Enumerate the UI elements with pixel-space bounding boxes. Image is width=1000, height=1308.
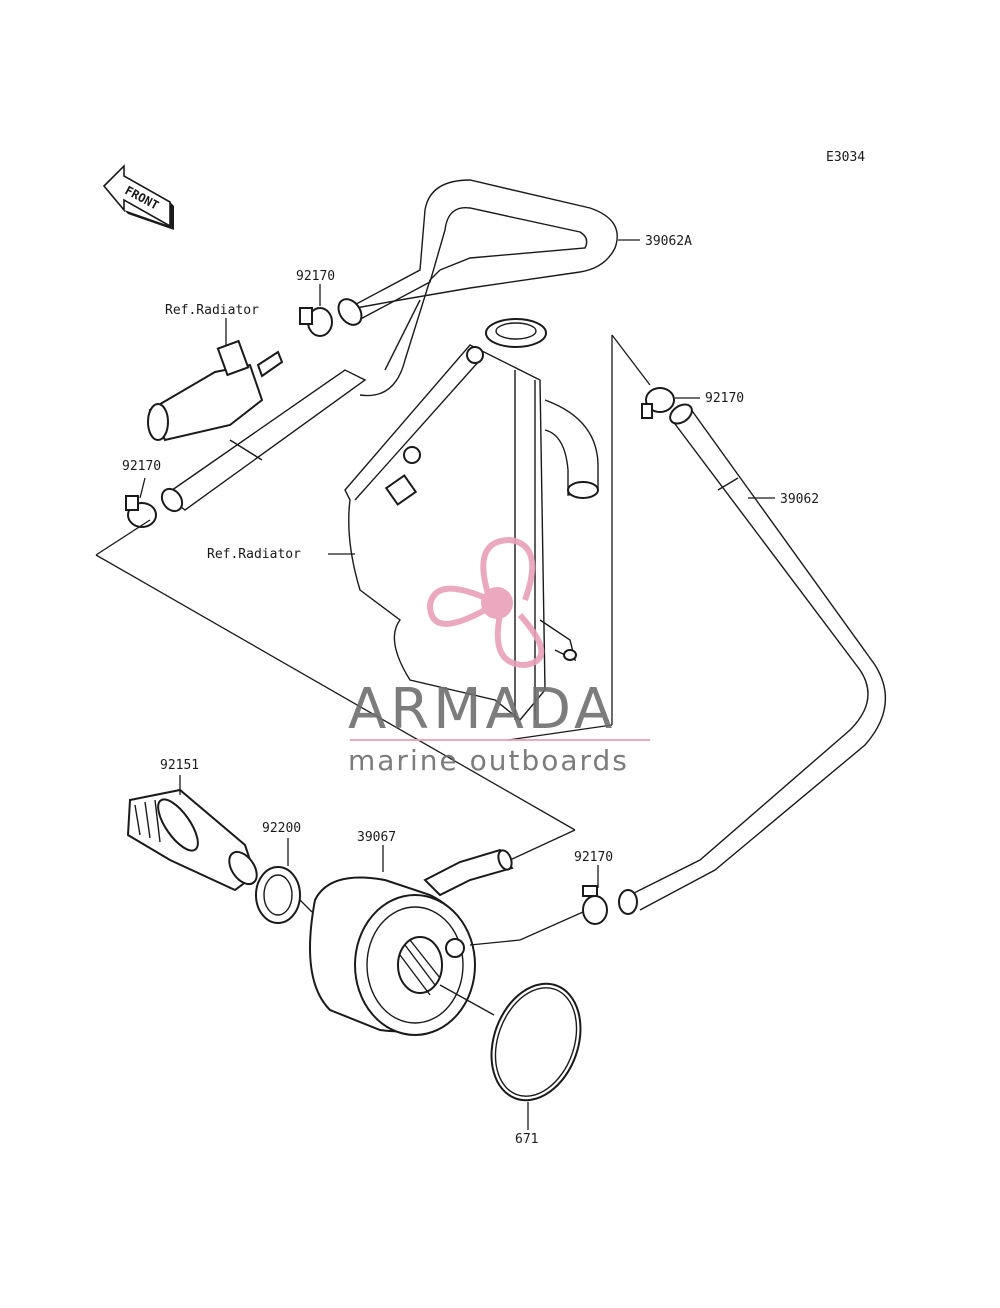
label-92170-right: 92170	[705, 391, 744, 406]
label-39062: 39062	[780, 492, 819, 507]
thermostat-housing	[147, 339, 284, 442]
label-671: 671	[515, 1132, 538, 1147]
oil-cooler-39067	[309, 848, 514, 1036]
diagram-code: E3034	[826, 150, 865, 165]
radiator-body	[344, 318, 599, 721]
watermark-tagline: marine outboards	[348, 744, 629, 777]
fitting-92151	[126, 788, 258, 892]
label-92151: 92151	[160, 758, 199, 773]
clamp-92170-top	[299, 307, 333, 337]
clamp-92170-left	[125, 495, 157, 528]
label-92170-top: 92170	[296, 269, 335, 284]
watermark-logo: ARMADA marine outboards	[348, 536, 650, 777]
label-92170-lower: 92170	[574, 850, 613, 865]
hose-left-lower	[160, 369, 367, 513]
o-ring-671	[490, 982, 582, 1102]
label-39067: 39067	[357, 830, 396, 845]
front-arrow-icon: FRONT	[102, 164, 174, 230]
watermark-brand: ARMADA	[348, 677, 616, 742]
label-92170-left: 92170	[122, 459, 161, 474]
clamp-92170-lower	[582, 885, 608, 925]
washer-92200	[255, 866, 301, 924]
label-92200: 92200	[262, 821, 301, 836]
clamp-92170-right	[641, 387, 675, 419]
upper-hose-39062a	[337, 179, 618, 397]
label-ref-radiator-top: Ref.Radiator	[165, 303, 259, 318]
hose-39062	[618, 403, 887, 915]
label-ref-radiator-mid: Ref.Radiator	[207, 547, 301, 562]
label-39062a: 39062A	[645, 234, 692, 249]
propeller-icon	[426, 536, 545, 669]
